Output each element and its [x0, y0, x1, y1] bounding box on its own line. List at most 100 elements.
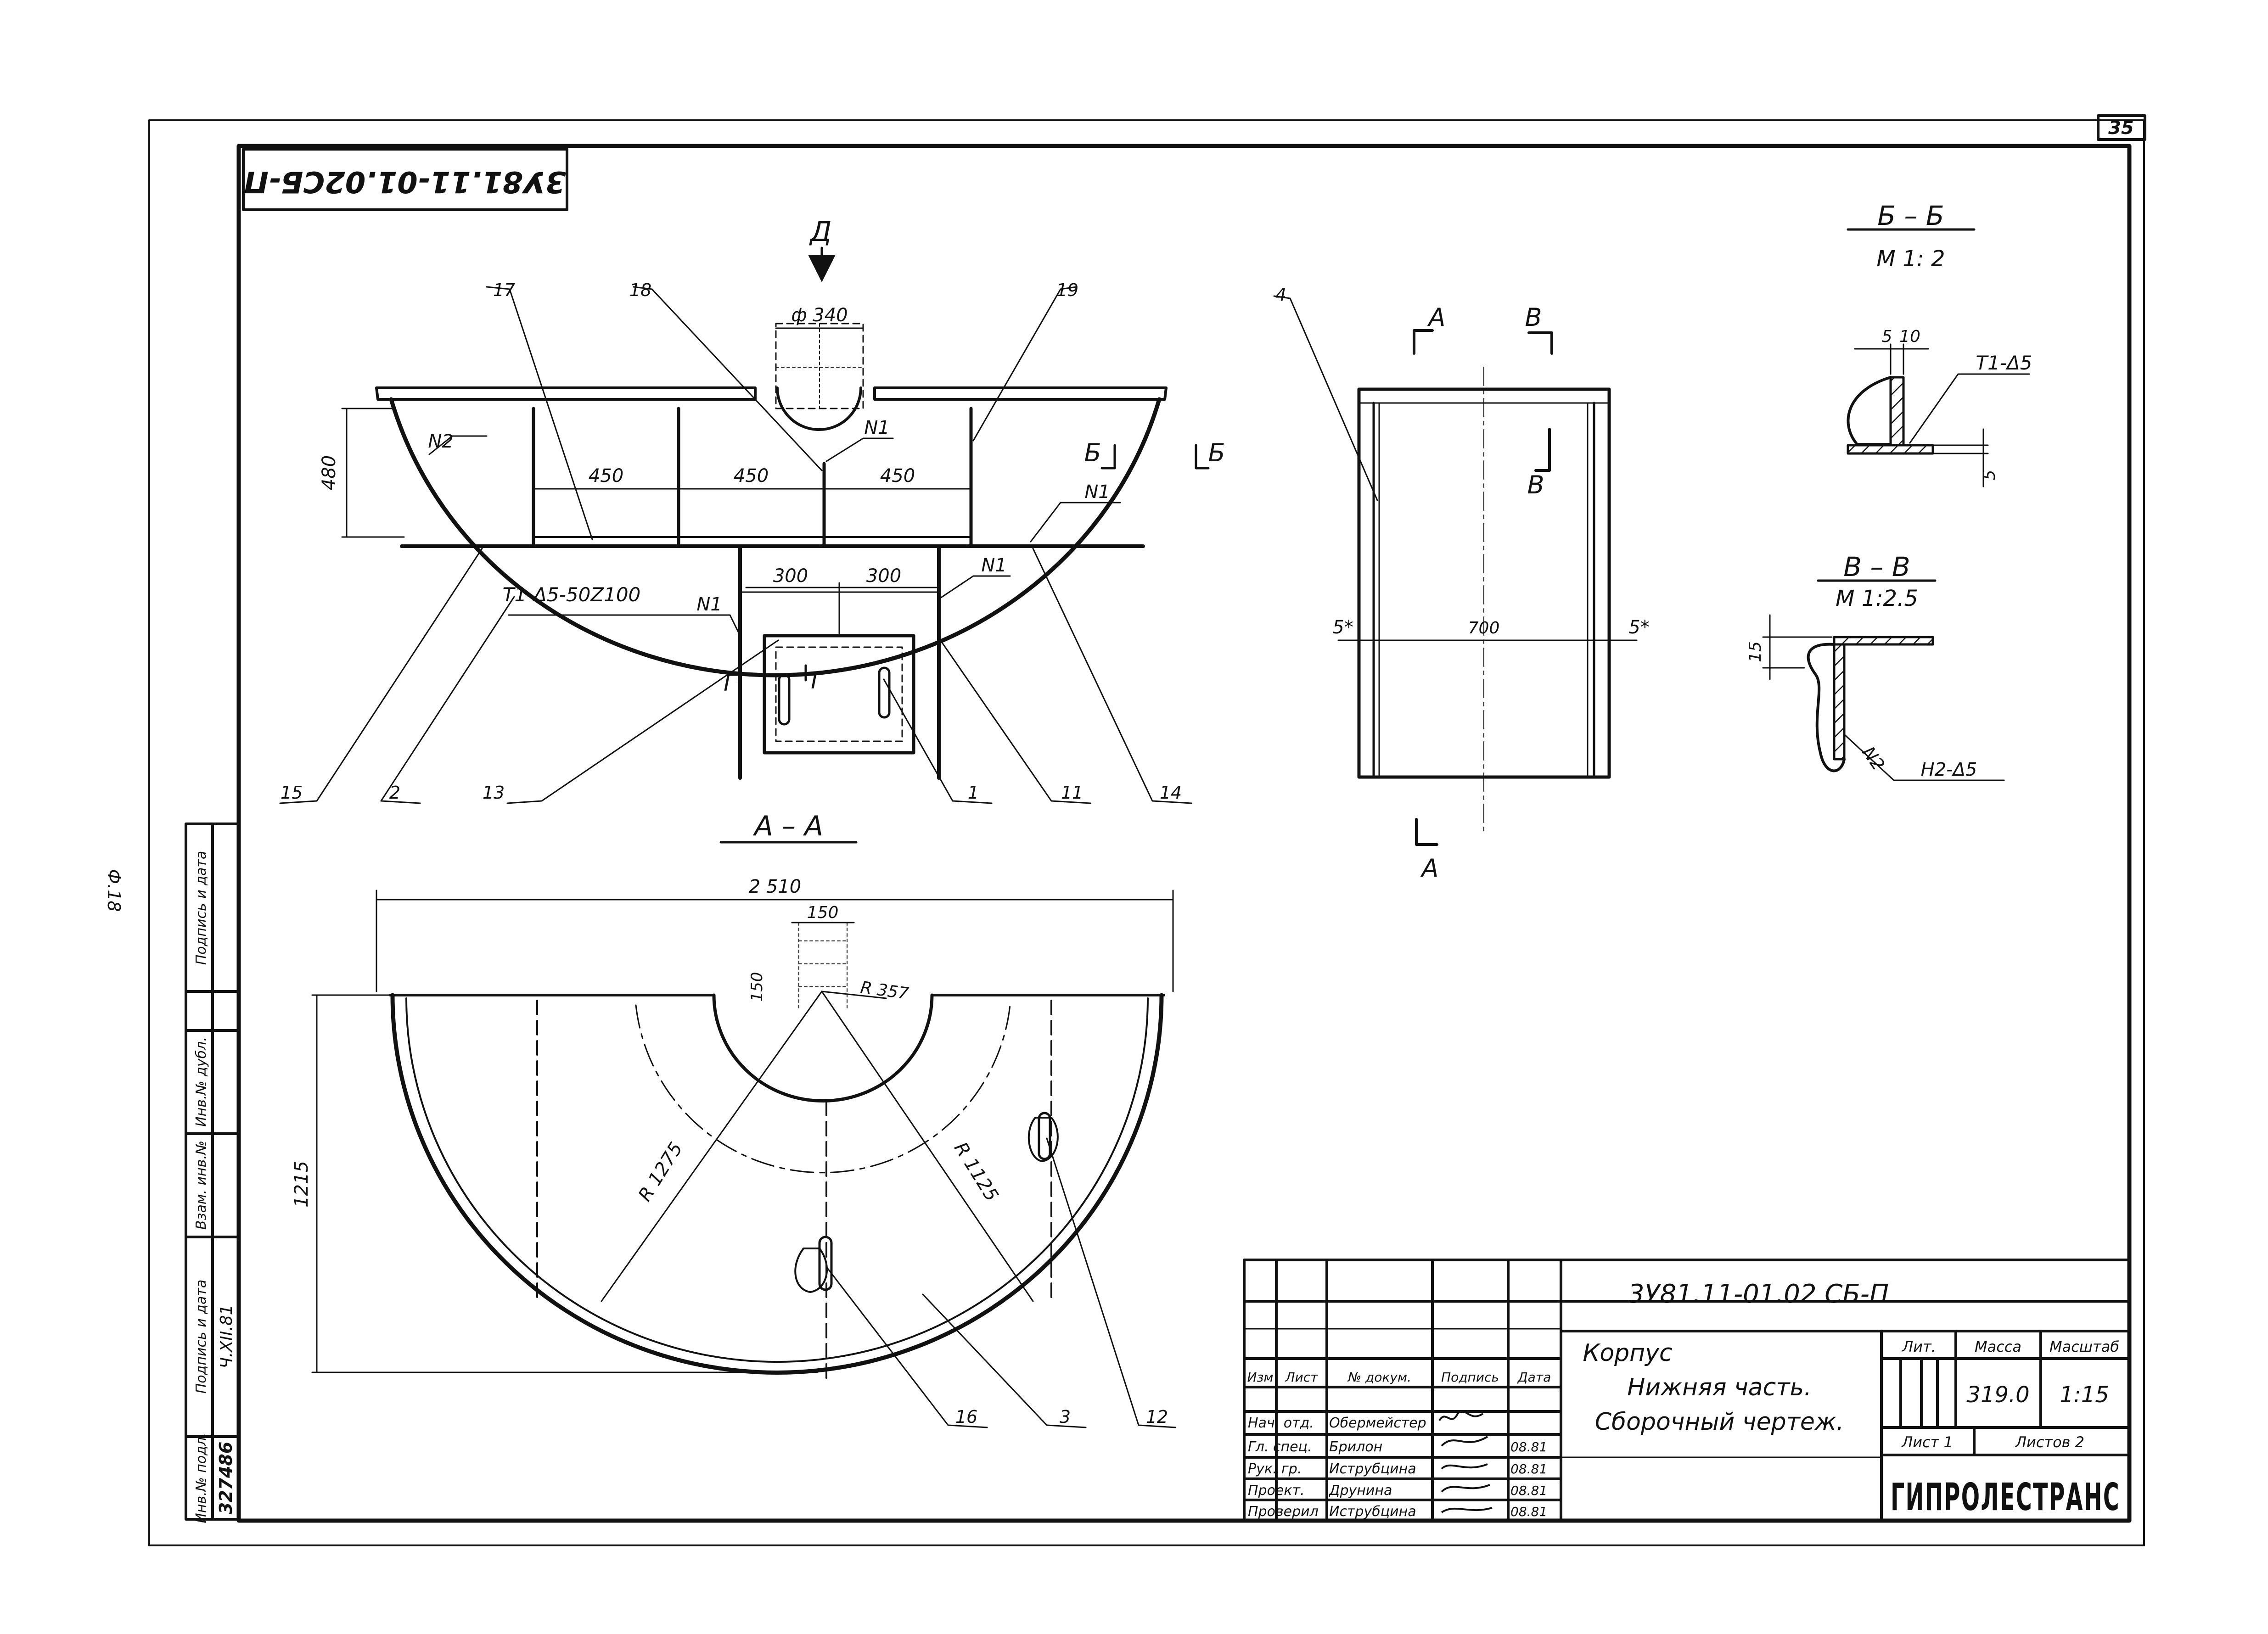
side-a-top: А — [1427, 303, 1446, 332]
callout-2: 2 — [389, 783, 400, 803]
name-5: Иструбцина — [1329, 1504, 1416, 1520]
callout-1: 1 — [968, 783, 979, 803]
section-bb-scale: М 1: 2 — [1876, 246, 1945, 272]
role-2: Гл. спец. — [1248, 1439, 1312, 1455]
dim-2510: 2 510 — [749, 876, 802, 897]
side-b-left: Б — [1084, 438, 1101, 467]
dim-bb-5-top: 5 — [1882, 327, 1892, 346]
date-4: 08.81 — [1510, 1483, 1547, 1498]
margin-sign-date: Ч.XII.81 — [217, 1304, 236, 1368]
dim-r1125: R 1125 — [950, 1139, 1002, 1205]
margin-label-dupl: Инв.№ дубл. — [193, 1037, 209, 1127]
callout-13: 14 — [1160, 783, 1182, 803]
col-header-list: Лист — [1285, 1370, 1319, 1385]
dim-bb-10: 10 — [1899, 327, 1920, 346]
section-d-label: Д — [809, 216, 832, 248]
scale-value: 1:15 — [2060, 1382, 2109, 1408]
side-view — [1273, 295, 1638, 846]
role-5: Проверил — [1248, 1504, 1319, 1520]
col-header-sign: Подпись — [1441, 1370, 1499, 1385]
section-aa-view — [311, 841, 1176, 1428]
col-header-izm: Изм — [1247, 1370, 1274, 1385]
callout-15: 18 — [629, 280, 651, 300]
dim-300-a: 300 — [773, 565, 808, 587]
role-4: Проект. — [1248, 1483, 1305, 1499]
dim-phi340: ф 340 — [791, 305, 848, 326]
organization-logo: ГИПРОЛЕСТРАНС — [1891, 1476, 2120, 1519]
date-3: 08.81 — [1510, 1461, 1547, 1477]
dim-700: 700 — [1468, 619, 1500, 638]
cut-g-right: Г — [811, 667, 825, 694]
role-3: Рук. гр. — [1248, 1461, 1302, 1477]
callout-16: 19 — [1056, 280, 1078, 300]
weld-n1-left: N1 — [696, 594, 722, 615]
title-line-2: Нижняя часть. — [1627, 1374, 1811, 1401]
weld-t1-main: Т1-Δ5-50Z100 — [503, 583, 641, 606]
dim-300-b: 300 — [866, 565, 901, 587]
margin-inv-number: 327486 — [216, 1442, 236, 1515]
callout-19: 12 — [1146, 1407, 1168, 1427]
title-line-1: Корпус — [1583, 1339, 1672, 1367]
dim-r1275: R 1275 — [634, 1139, 687, 1205]
callout-12: 13 — [483, 783, 505, 803]
side-v-top: В — [1525, 303, 1542, 332]
margin-strip — [185, 823, 240, 1521]
weld-n1-right: N1 — [1084, 481, 1110, 503]
rotated-code-box — [242, 148, 568, 211]
sheet-number: 35 — [2108, 118, 2134, 139]
dim-vv-15: 15 — [1746, 641, 1765, 662]
name-1: Обермейстер — [1329, 1415, 1426, 1431]
margin-label-sign-2: Подпись и дата — [193, 851, 209, 965]
scale-label: Масштаб — [2049, 1338, 2119, 1355]
dim-450-c: 450 — [880, 465, 915, 487]
margin-label-replace: Взам. инв.№ — [193, 1141, 209, 1230]
margin-strip-labels: Инв.№ подл. Подпись и дата Взам. инв.№ И… — [193, 851, 236, 1523]
lit-label: Лит. — [1902, 1338, 1936, 1355]
side-b-right: Б — [1208, 438, 1225, 467]
section-vv-scale: М 1:2.5 — [1836, 586, 1918, 611]
col-header-date: Дата — [1517, 1370, 1551, 1385]
role-1: Нач. отд. — [1248, 1415, 1314, 1431]
dim-450-a: 450 — [589, 465, 623, 487]
top-view — [279, 246, 1210, 804]
weld-n2-top: N2 — [428, 431, 453, 452]
dim-bb-5-side: 5 — [1980, 470, 1999, 481]
margin-label-inv: Инв.№ подл. — [193, 1433, 209, 1523]
dim-480: 480 — [319, 455, 340, 490]
date-2: 08.81 — [1510, 1439, 1547, 1455]
title-block-text: Изм Лист № докум. Подпись Дата Нач. отд.… — [1247, 1279, 2120, 1520]
dim-450-b: 450 — [734, 465, 769, 487]
side-a-bottom: А — [1420, 854, 1439, 883]
weld-n1-center: N1 — [864, 417, 889, 438]
dim-150-side: 150 — [748, 972, 766, 1002]
dim-5star-left: 5* — [1332, 617, 1353, 638]
section-vv-title: В – В — [1843, 551, 1910, 582]
dim-150-top: 150 — [807, 903, 839, 922]
section-aa-title: А – А — [752, 810, 823, 842]
weld-n2-vv: Н2-Δ5 — [1921, 759, 1977, 780]
title-line-3: Сборочный чертеж. — [1595, 1408, 1844, 1436]
name-4: Друнина — [1328, 1483, 1392, 1499]
callout-4: 4 — [1275, 285, 1286, 305]
callout-11: 11 — [1061, 783, 1083, 803]
margin-label-sign-1: Подпись и дата — [193, 1280, 209, 1394]
mass-value: 319.0 — [1966, 1382, 2029, 1408]
dim-1215: 1215 — [291, 1161, 312, 1208]
callout-18: 16 — [955, 1407, 977, 1427]
rotated-drawing-code: 3У81.11-01.02СБ-П — [244, 164, 566, 198]
doc-code: 3У81.11-01.02 СБ-П — [1628, 1279, 1889, 1309]
sheets-label: Листов 2 — [2015, 1433, 2084, 1451]
section-bb-title: Б – Б — [1877, 200, 1944, 231]
name-2: Брилон — [1329, 1439, 1382, 1455]
side-v-mid: В — [1527, 470, 1544, 499]
name-3: Иструбцина — [1329, 1461, 1416, 1477]
weld-n1-lower: N1 — [981, 555, 1006, 576]
col-header-doc: № докум. — [1347, 1370, 1411, 1385]
weld-t1-bb: Т1-Δ5 — [1976, 352, 2032, 374]
mass-label: Масса — [1975, 1338, 2021, 1355]
dim-5star-right: 5* — [1628, 617, 1649, 638]
callout-17: 15 — [281, 783, 303, 803]
sheet-label: Лист 1 — [1901, 1433, 1953, 1451]
weld-n2-vv-label: N2 — [1858, 743, 1889, 774]
